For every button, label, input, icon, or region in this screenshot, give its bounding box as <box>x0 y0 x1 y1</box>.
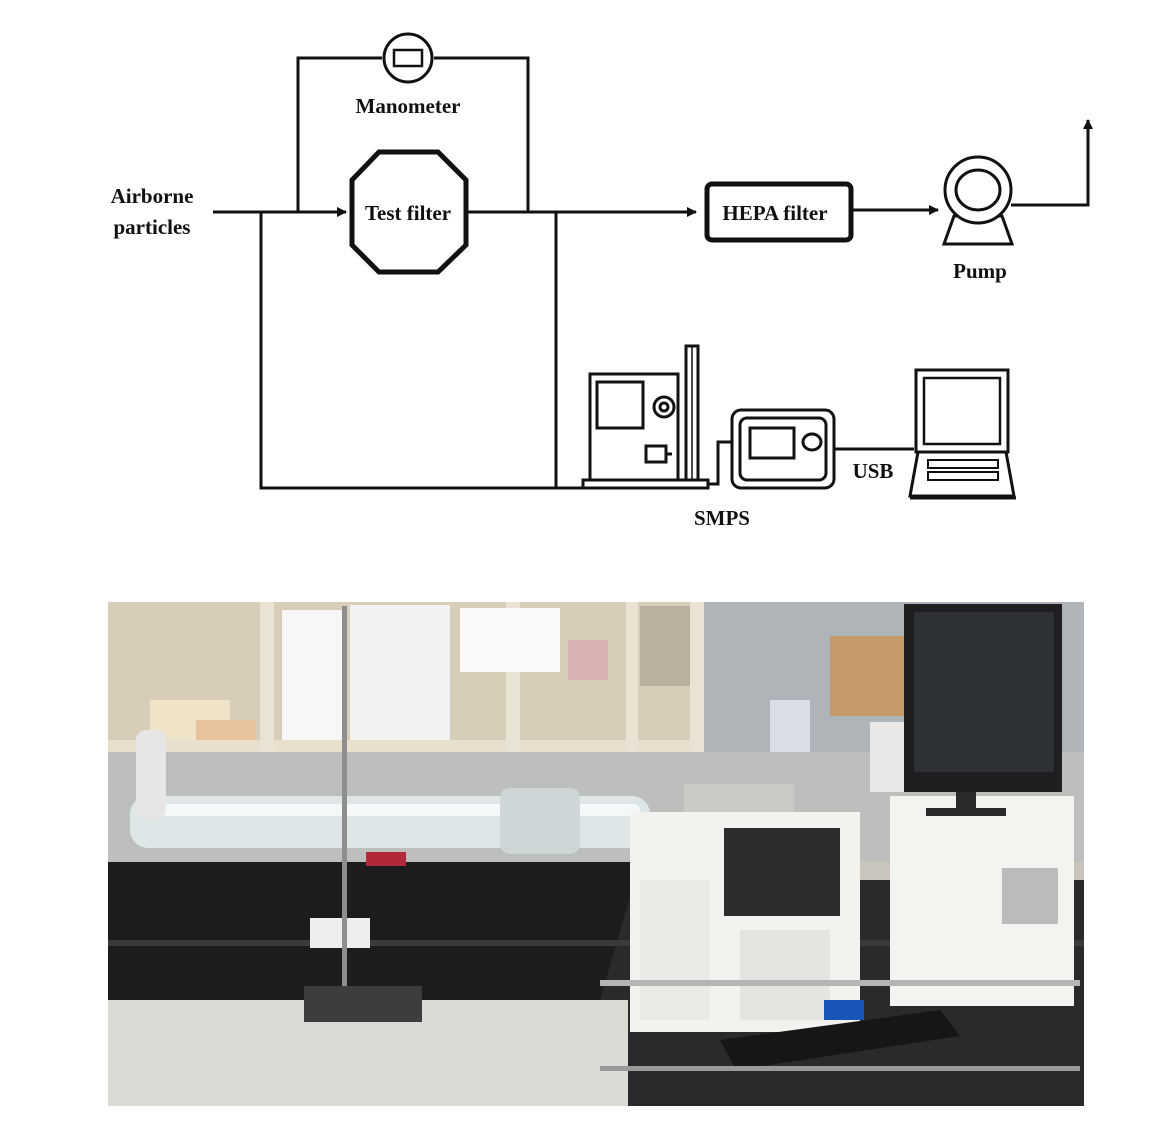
airborne-label-line1: Airborne <box>111 184 194 208</box>
test-filter-octagon-icon <box>349 149 469 275</box>
exhaust-arrow-icon <box>1011 119 1093 207</box>
particle-counter-icon <box>730 408 836 490</box>
shelves <box>108 602 708 762</box>
laptop-icon <box>908 368 1016 500</box>
test-filter-label: Test filter <box>365 201 451 225</box>
manometer-loop-right <box>434 56 530 212</box>
smps-classifier-icon <box>581 344 710 490</box>
hepa-filter-box-icon <box>704 181 854 243</box>
keyboard <box>600 980 1080 1071</box>
computer-case <box>870 722 1074 1006</box>
manometer-loop <box>296 56 382 212</box>
manometer-label: Manometer <box>356 94 461 118</box>
hepa-filter-label: HEPA filter <box>722 201 827 225</box>
upstream-sampling-line <box>259 212 583 490</box>
dma-to-cpc-line <box>708 440 732 486</box>
airborne-label-line2: particles <box>114 215 191 239</box>
retort-stand <box>304 606 422 1022</box>
usb-label: USB <box>853 459 894 483</box>
pump-label: Pump <box>953 259 1007 283</box>
monitor <box>904 604 1062 816</box>
lab-photo <box>108 602 1084 1106</box>
smps-unit <box>630 784 860 1032</box>
manometer-icon <box>382 32 434 84</box>
pump-icon <box>941 155 1015 246</box>
filter-test-glass-tube <box>130 730 650 854</box>
schematic-diagram: Airborne particles Manometer Test filter… <box>111 32 1093 530</box>
smps-label: SMPS <box>694 506 750 530</box>
